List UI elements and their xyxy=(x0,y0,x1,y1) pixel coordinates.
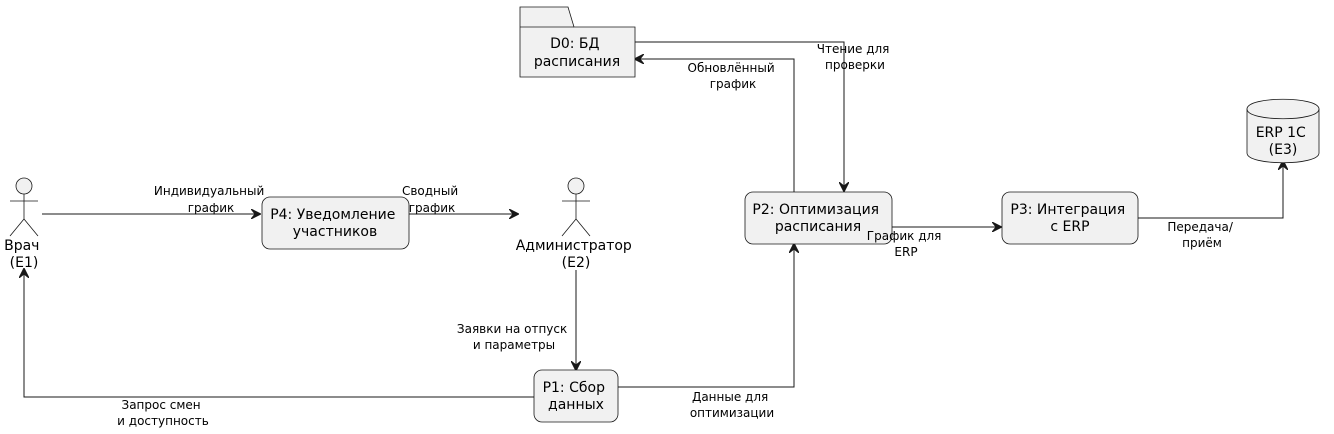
actor-admin: Администратор (E2) xyxy=(516,177,637,271)
p2-label-line-1: P2: Оптимизация xyxy=(752,202,879,218)
d0-label-line-1: D0: БД xyxy=(550,36,599,52)
edge-labels: Индивидуальный график Сводный график Зая… xyxy=(117,42,1236,428)
edge-p1-to-p2 xyxy=(618,244,794,388)
edge-label-p1-to-p2: Данные для оптимизации xyxy=(690,390,774,420)
edge-label-p3-to-erp-line-2: приём xyxy=(1182,236,1222,250)
doctor-label-line-1: Врач xyxy=(4,238,39,254)
edge-p2-to-d0 xyxy=(635,59,795,192)
erp-label-line-1: ERP 1C xyxy=(1256,125,1306,141)
p1-label-line-2: данных xyxy=(548,397,604,413)
external-erp: ERP 1C (E3) xyxy=(1246,98,1320,164)
edge-label-admin-to-p1: Заявки на отпуск и параметры xyxy=(457,322,571,352)
actor-doctor: Врач (E1) xyxy=(4,177,44,271)
edge-d0-to-p2 xyxy=(635,41,844,191)
p1-label-line-1: P1: Сбор xyxy=(543,380,605,396)
admin-label-line-2: (E2) xyxy=(562,255,591,271)
edge-label-d0-to-p2-line-2: проверки xyxy=(825,58,885,72)
edge-label-p2-to-p3-line-2: ERP xyxy=(894,245,917,259)
process-p1: P1: Сбор данных xyxy=(533,369,619,423)
edge-label-admin-to-p1-line-1: Заявки на отпуск xyxy=(457,322,567,336)
edge-label-p1-to-p2-line-1: Данные для xyxy=(692,390,768,404)
edge-label-p3-to-erp-line-1: Передача/ xyxy=(1167,220,1234,234)
edge-label-p2-to-d0-line-2: график xyxy=(710,77,757,91)
edge-label-p2-to-d0: Обновлённый график xyxy=(688,61,779,91)
admin-label-line-1: Администратор xyxy=(516,238,632,254)
svg-text:P3: Интеграция с ERP: P3: Интеграция с ERP xyxy=(1010,202,1129,235)
edges-group xyxy=(24,41,1283,398)
datastore-d0: D0: БД расписания xyxy=(519,6,636,78)
p4-label-line-1: P4: Уведомление xyxy=(270,207,395,223)
svg-text:Администратор (E2): Администратор (E2) xyxy=(516,238,637,271)
p3-label-line-1: P3: Интеграция xyxy=(1010,202,1125,218)
stick-figure-icon xyxy=(561,177,591,237)
edge-label-p4-to-admin-line-1: Сводный xyxy=(402,184,458,198)
p2-label-line-2: расписания xyxy=(775,219,861,235)
p4-label-line-2: участников xyxy=(293,224,378,240)
svg-text:ERP 1C (E3): ERP 1C (E3) xyxy=(1256,125,1311,158)
process-p4: P4: Уведомление участников xyxy=(261,196,410,250)
edge-label-p2-to-p3-line-1: График для xyxy=(867,229,942,243)
edge-label-p4-to-admin: Сводный график xyxy=(402,184,462,215)
edge-label-p3-to-erp: Передача/ приём xyxy=(1167,220,1236,250)
edge-label-p2-to-d0-line-1: Обновлённый xyxy=(688,61,775,75)
edge-label-p1-to-doctor-line-1: Запрос смен xyxy=(122,398,201,412)
d0-label-line-2: расписания xyxy=(534,54,620,70)
edge-label-doctor-to-p4-line-1: Индивидуальный xyxy=(154,184,264,198)
edge-label-d0-to-p2: Чтение для проверки xyxy=(817,42,893,72)
edge-label-p1-to-p2-line-2: оптимизации xyxy=(690,406,774,420)
p3-label-line-2: с ERP xyxy=(1050,219,1089,235)
edge-label-p1-to-doctor-line-2: и доступность xyxy=(117,414,209,428)
svg-text:Врач (E1): Врач (E1) xyxy=(4,238,44,271)
edge-label-admin-to-p1-line-2: и параметры xyxy=(473,338,555,352)
edge-label-p4-to-admin-line-2: график xyxy=(409,201,456,215)
edge-label-p2-to-p3: График для ERP xyxy=(867,229,945,259)
edge-label-p1-to-doctor: Запрос смен и доступность xyxy=(117,398,209,428)
edge-p3-to-erp xyxy=(1138,161,1283,219)
edge-label-d0-to-p2-line-1: Чтение для xyxy=(817,42,890,56)
svg-text:P1: Сбор данных: P1: Сбор данных xyxy=(543,380,610,413)
process-p3: P3: Интеграция с ERP xyxy=(1001,191,1139,245)
process-p2: P2: Оптимизация расписания xyxy=(744,191,893,245)
doctor-label-line-2: (E1) xyxy=(10,255,39,271)
stick-figure-icon xyxy=(9,177,39,237)
svg-text:P4: Уведомление участник: P4: Уведомление участников xyxy=(270,207,400,240)
edge-label-doctor-to-p4: Индивидуальный график xyxy=(154,184,268,215)
svg-text:P2: Оптимизация расписан: P2: Оптимизация расписания xyxy=(752,202,883,235)
edge-label-doctor-to-p4-line-2: график xyxy=(188,201,235,215)
edge-p1-to-doctor xyxy=(24,269,534,398)
svg-text:D0: БД расписания: D0: БД расписания xyxy=(534,36,620,70)
erp-label-line-2: (E3) xyxy=(1269,142,1298,158)
